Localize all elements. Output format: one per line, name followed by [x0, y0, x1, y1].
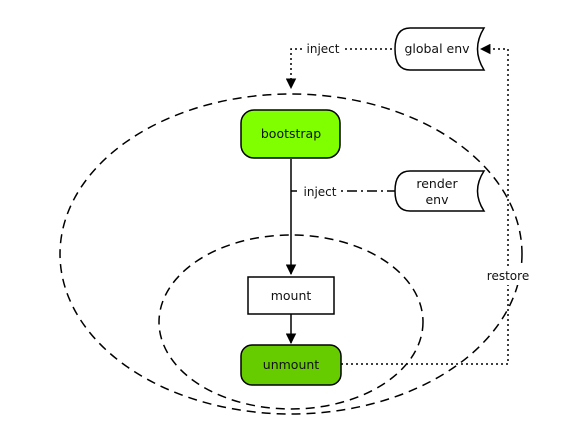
render-env-node: render env [394, 170, 486, 212]
inject-global-label-bg [303, 40, 343, 58]
inject-render-label-bg [299, 182, 341, 200]
edge-inject-global [285, 48, 397, 90]
inner-lifecycle-boundary [158, 234, 424, 410]
mount-node: mount [247, 276, 335, 315]
mount-box [247, 276, 335, 315]
bootstrap-node: bootstrap [240, 109, 341, 159]
unmount-box [240, 344, 342, 386]
render-env-label-line2: env [425, 192, 449, 207]
unmount-node: unmount [240, 344, 342, 386]
mount-label: mount [271, 288, 312, 303]
global-env-label: global env [404, 41, 470, 56]
edge-restore [341, 43, 509, 365]
inject-global-label: inject [307, 42, 340, 56]
render-env-label-line1: render [416, 176, 458, 191]
restore-label: restore [487, 269, 529, 283]
bootstrap-box [240, 109, 341, 159]
inject-render-label: inject [304, 185, 337, 199]
bootstrap-label: bootstrap [261, 126, 321, 141]
global-env-node: global env [394, 27, 486, 71]
restore-label-bg [482, 266, 534, 285]
outer-lifecycle-boundary [59, 93, 523, 415]
unmount-label: unmount [263, 357, 320, 372]
